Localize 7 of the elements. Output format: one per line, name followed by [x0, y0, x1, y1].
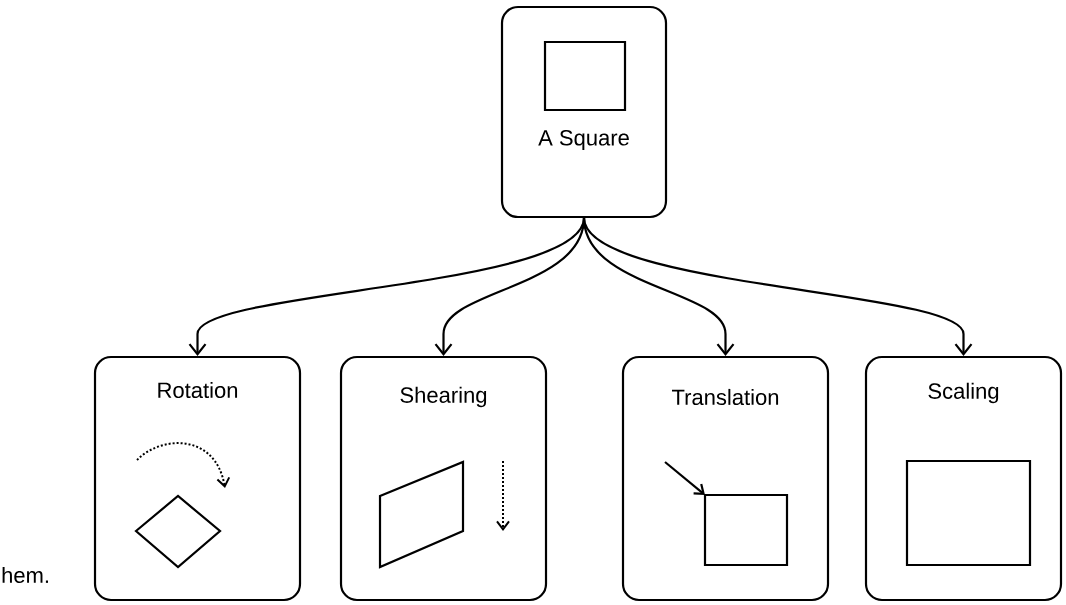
transform-box: Shearing [339, 355, 548, 602]
transform-box: Scaling [864, 355, 1063, 602]
note-text: hem. [2, 566, 48, 584]
transform-box: Translation [621, 355, 830, 602]
transform-box: A Square [500, 5, 668, 219]
arrow [583, 217, 973, 356]
transform-box: Rotation [93, 355, 302, 602]
